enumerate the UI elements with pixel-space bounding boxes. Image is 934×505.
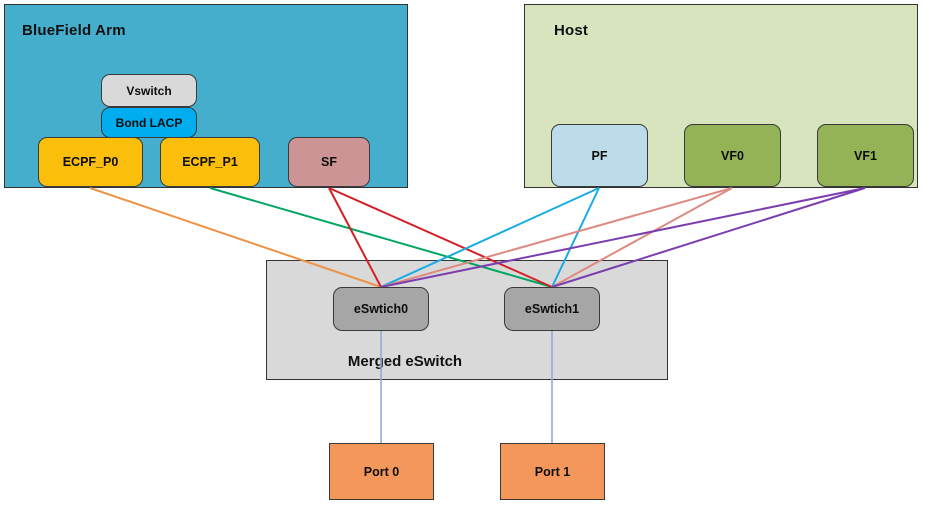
node-label-ecpf-p1: ECPF_P1 [182,155,238,169]
node-port1[interactable]: Port 1 [500,443,605,500]
panel-title-bluefield-arm: BlueField Arm [22,22,126,39]
node-pf[interactable]: PF [551,124,648,187]
node-label-ecpf-p0: ECPF_P0 [62,155,119,169]
node-eswitch0[interactable]: eSwtich0 [333,287,429,331]
node-label-bond-lacp: Bond LACP [115,115,183,130]
node-vswitch[interactable]: Vswitch [101,74,197,107]
node-label-pf: PF [591,148,608,163]
node-label-eswitch0: eSwtich0 [353,302,409,316]
node-vf1[interactable]: VF1 [817,124,914,187]
panel-title-host: Host [554,22,589,39]
node-label-eswitch1: eSwtich1 [524,302,580,316]
node-label-port0: Port 0 [363,464,400,479]
node-label-port1: Port 1 [534,464,571,479]
node-vf0[interactable]: VF0 [684,124,781,187]
node-bond-lacp[interactable]: Bond LACP [101,107,197,138]
merged-eswitch-label: Merged eSwitch [347,353,463,370]
node-label-sf: SF [321,155,337,169]
node-ecpf-p0[interactable]: ECPF_P0 [38,137,143,187]
node-ecpf-p1[interactable]: ECPF_P1 [160,137,260,187]
node-port0[interactable]: Port 0 [329,443,434,500]
node-label-vf1: VF1 [854,148,877,163]
node-sf[interactable]: SF [288,137,370,187]
node-eswitch1[interactable]: eSwtich1 [504,287,600,331]
node-label-vf0: VF0 [721,148,744,163]
node-label-vswitch: Vswitch [126,83,172,98]
